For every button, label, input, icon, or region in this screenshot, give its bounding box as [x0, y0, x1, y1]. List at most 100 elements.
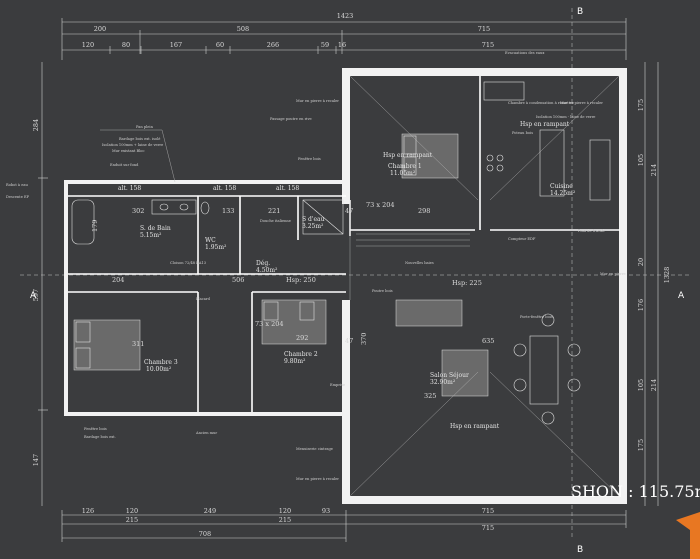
- dim-top-715: 715: [478, 25, 490, 33]
- idim-hsp250: Hsp: 250: [286, 276, 316, 284]
- note-mur-existant: Mur existant Bloc: [112, 149, 144, 153]
- note-mur-pierre-3: Mur en pierre à recaler: [296, 477, 339, 481]
- room-sdo-name: S d'eau: [302, 216, 325, 223]
- dim-bot-715b: 715: [482, 524, 494, 532]
- dim-right-20: 20: [637, 258, 645, 266]
- idim-47b: 47: [345, 337, 353, 345]
- dim-right-175a: 175: [637, 99, 645, 111]
- room-ch1-name: Chambre 1: [388, 163, 422, 170]
- note-douche: Douche italienne: [260, 219, 291, 223]
- room-dgt-area: 4.50m²: [256, 267, 278, 274]
- room-cuisine-area: 14.25m²: [550, 190, 576, 197]
- dim-bot-93: 93: [322, 507, 330, 515]
- room-cuisine-name: Cuisine: [550, 183, 573, 190]
- right-dimension-lines: 175 105 214 1328 20 176 105 214 175: [637, 62, 671, 506]
- dim-left-284: 284: [32, 119, 40, 131]
- note-poteau: Poteau bois: [512, 131, 533, 135]
- dim-bot-715: 715: [482, 507, 494, 515]
- dim-top-266: 266: [267, 41, 279, 49]
- room-ch2-area: 9.80m²: [284, 358, 306, 365]
- dim-top-60: 60: [216, 41, 224, 49]
- section-b-bottom: B: [577, 545, 583, 555]
- room-sdo-area: 3.25m²: [302, 223, 324, 230]
- dim-right-176: 176: [637, 299, 645, 311]
- note-pan-plein: Pan plein: [136, 125, 154, 129]
- dim-right-105b: 105: [637, 379, 645, 391]
- top-dimension-lines: 1423 200 508 715 120 80 167 60 266 59 16…: [61, 12, 627, 60]
- alt-label-2: alt. 158: [213, 185, 236, 192]
- idim-506: 506: [232, 276, 244, 284]
- dim-top-120: 120: [82, 41, 94, 49]
- note-cloison: Cloison 72/48 BA13: [170, 261, 207, 265]
- note-mur-pierre-2: Mur en pierre à recaler: [560, 101, 603, 105]
- note-bardage: Bardage bois ext. isolé: [119, 137, 160, 141]
- note-menuiserie: Menuiserie cintrage: [296, 447, 333, 451]
- dim-top-59: 59: [321, 41, 329, 49]
- section-b-top: B: [577, 7, 583, 17]
- dim-right-214b: 214: [650, 379, 658, 391]
- corner-logo: [676, 512, 700, 559]
- section-line-a: A A: [20, 274, 690, 301]
- idim-133: 133: [222, 207, 234, 215]
- note-isolation-2: Isolation 100mm - laine de verre: [536, 115, 595, 119]
- note-descente: Descente EP: [6, 195, 30, 199]
- idim-635: 635: [482, 337, 494, 345]
- note-mur-pierre-1: Mur en pierre à recaler: [296, 99, 339, 103]
- note-robot: Robot à eau: [6, 183, 28, 187]
- idim-73x204a: 73 x 204: [366, 201, 394, 209]
- idim-221: 221: [268, 207, 280, 215]
- dim-top-16: 16: [338, 41, 346, 49]
- idim-298: 298: [418, 207, 430, 215]
- exterior-walls: [64, 68, 627, 504]
- dim-bot-249: 249: [204, 507, 216, 515]
- note-evacuations: Evacuations des eaux: [505, 51, 544, 55]
- dim-top-508: 508: [237, 25, 249, 33]
- dim-bot-126: 126: [82, 507, 94, 515]
- note-poutre: Poutre bois: [372, 289, 393, 293]
- note-emprise: Emprise: [330, 383, 345, 387]
- room-dgt-name: Dég.: [256, 260, 270, 267]
- furniture: [71, 75, 620, 497]
- note-enduit: Enduit sur fond: [110, 163, 139, 167]
- annotations: Pan plein Bardage bois ext. isolé Isolat…: [6, 51, 626, 481]
- dim-right-214a: 214: [650, 164, 658, 176]
- section-line-b: B B: [571, 7, 583, 555]
- dim-bot-215a: 215: [126, 516, 138, 524]
- section-a-right: A: [678, 291, 685, 301]
- note-porte-fenetre: Porte-fenêtre bois: [520, 315, 553, 319]
- dim-right-105a: 105: [637, 154, 645, 166]
- room-ch3-area: 10.00m²: [146, 366, 172, 373]
- alt-label-1: alt. 158: [118, 185, 141, 192]
- dim-bot-120b: 120: [279, 507, 291, 515]
- room-ch3-name: Chambre 3: [144, 359, 178, 366]
- note-isolation: Isolation 100mm + laine de verre: [102, 143, 163, 147]
- inner-dimensions: 302 133 221 47 298 73 x 204 73 x 204 179…: [91, 201, 494, 400]
- room-salon-area: 32.90m²: [430, 379, 456, 386]
- note-passage: Passage poutre en rive: [270, 117, 312, 121]
- note-mur-pierre-4: Mur en pierre: [600, 272, 626, 276]
- dim-right-175b: 175: [637, 439, 645, 451]
- note-nouvelles-baies: Nouvelles baies: [405, 261, 434, 265]
- dim-bot-708: 708: [199, 530, 211, 538]
- idim-292: 292: [296, 334, 308, 342]
- note-bardage-ext: Bardage bois ext.: [84, 435, 116, 439]
- room-wc-name: WC: [205, 237, 216, 244]
- idim-73x204b: 73 x 204: [255, 320, 283, 328]
- note-fenetre-1: Fenêtre bois: [84, 427, 107, 431]
- dim-left-597: 597: [32, 289, 40, 301]
- idim-179: 179: [91, 220, 99, 232]
- room-bath-name: S. de Bain: [140, 225, 171, 232]
- bottom-dimension-lines: 126 120 249 120 93 715 215 215 715 708: [61, 507, 627, 542]
- room-bath-area: 5.15m²: [140, 232, 162, 239]
- idim-302: 302: [132, 207, 144, 215]
- note-compteur: Compteur EDF: [508, 237, 536, 241]
- dim-bot-120: 120: [126, 507, 138, 515]
- dim-bot-215b: 215: [279, 516, 291, 524]
- room-salon-name: Salon Séjour: [430, 372, 469, 379]
- dim-top-200: 200: [94, 25, 106, 33]
- room-ch1-area: 11.05m²: [390, 170, 416, 177]
- hsp-rampant-1: Hsp en rampant: [383, 152, 433, 159]
- dim-top-167: 167: [170, 41, 182, 49]
- idim-204: 204: [112, 276, 124, 284]
